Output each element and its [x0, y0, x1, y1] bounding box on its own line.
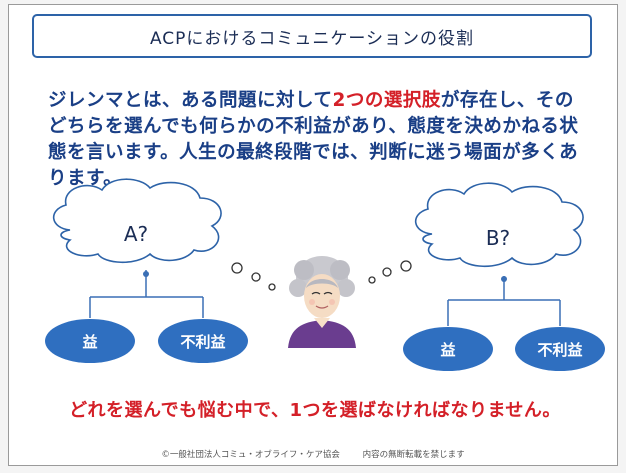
- left-disadvantage-node: [158, 319, 248, 363]
- slide-title: ACPにおけるコミュニケーションの役割: [149, 28, 475, 49]
- title-box: ACPにおけるコミュニケーションの役割: [32, 14, 592, 58]
- left-cloud-label: A?: [123, 222, 149, 246]
- thought-cloud-icon: [414, 182, 584, 268]
- footer-notice: 内容の無断転載を禁じます: [362, 450, 465, 460]
- right-branch-lines: [447, 276, 561, 326]
- thought-bubbles-left: [231, 262, 276, 291]
- right-cloud-label: B?: [485, 226, 511, 250]
- left-branch-dot: [143, 271, 149, 277]
- right-disadvantage-node: [515, 327, 605, 371]
- left-branch-lines: [89, 270, 204, 318]
- thought-bubbles-right: [368, 260, 412, 284]
- body-paragraph: ジレンマとは、ある問題に対して2つの選択肢が存在し、そのどちらを選んでも何らかの…: [48, 88, 588, 192]
- body-text-after: が存在し、そのどちらを選んでも何らかの不利益があり、態度を決めかねる状態を言いま…: [48, 90, 579, 189]
- left-benefit-label: 益: [82, 333, 98, 351]
- footer-organization: ©一般社団法人コミュ・オブライフ・ケア協会: [161, 450, 340, 460]
- left-benefit-node: [45, 319, 135, 363]
- right-benefit-label: 益: [440, 341, 456, 359]
- right-disadvantage-label: 不利益: [537, 341, 583, 359]
- right-branch-dot: [501, 276, 507, 282]
- footer: ©一般社団法人コミュ・オブライフ・ケア協会 内容の無断転載を禁じます: [0, 448, 626, 460]
- body-text-before: ジレンマとは、ある問題に対して: [48, 90, 333, 111]
- thought-cloud-icon: [52, 178, 222, 264]
- right-benefit-node: [403, 327, 493, 371]
- elderly-woman-icon: [288, 256, 356, 348]
- left-disadvantage-label: 不利益: [180, 333, 226, 351]
- conclusion-text: どれを選んでも悩む中で、1つを選ばなければなりません。: [69, 400, 561, 421]
- body-text-emphasis: 2つの選択肢: [332, 90, 441, 111]
